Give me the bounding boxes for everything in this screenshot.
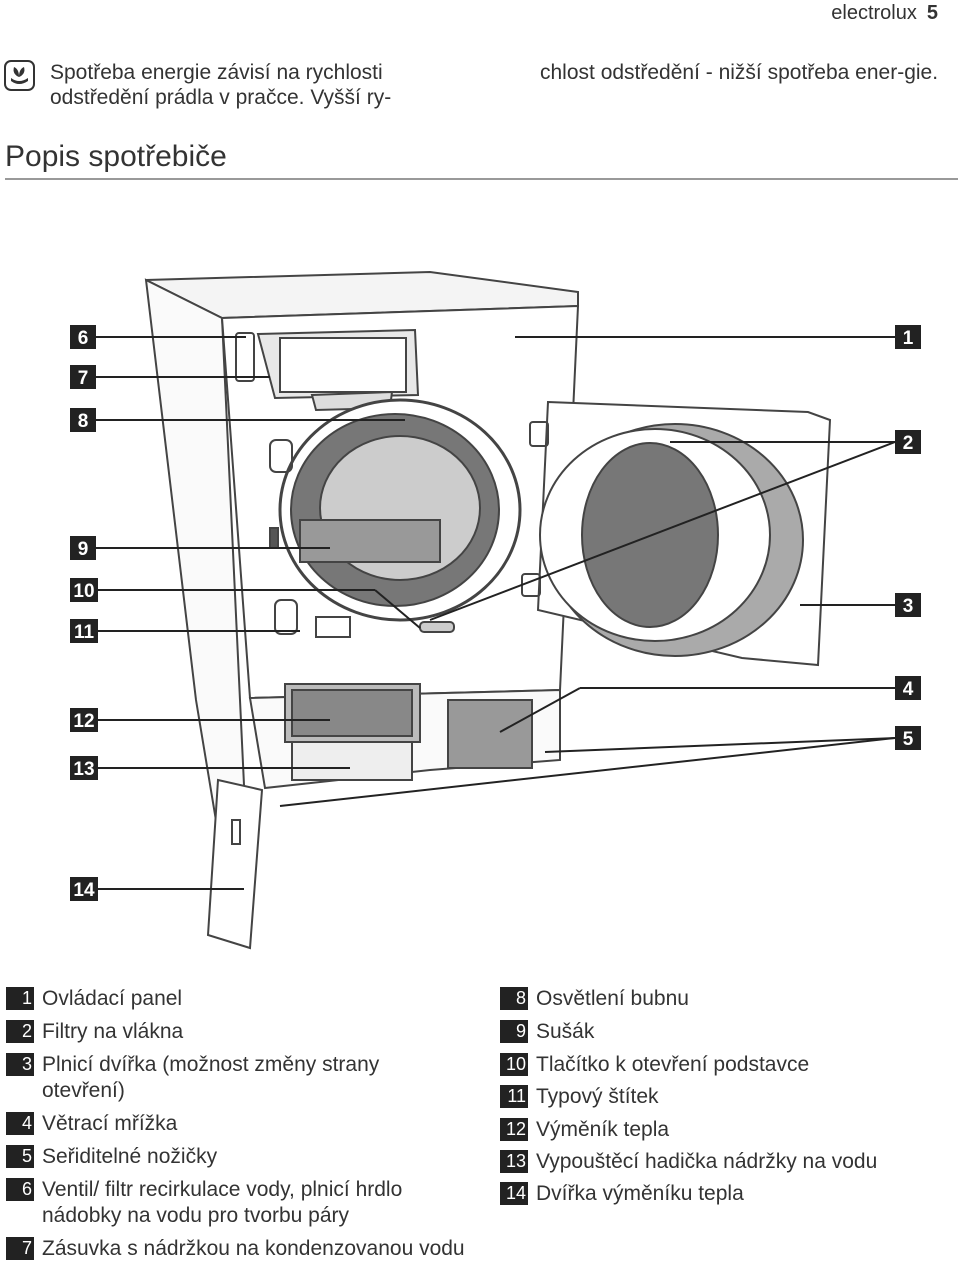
legend-text: Seřiditelné nožičky (42, 1145, 218, 1168)
legend-item: 8 Osvětlení bubnu (500, 986, 950, 1012)
legend-num: 4 (6, 1112, 34, 1135)
callout-7: 7 (78, 368, 89, 389)
legend-text: Větrací mřížka (42, 1112, 178, 1135)
legend-item: 13 Vypouštěcí hadička nádržky na vodu (500, 1149, 950, 1175)
legend-num: 5 (6, 1145, 34, 1168)
legend-num: 14 (500, 1182, 528, 1205)
callout-4: 4 (903, 679, 914, 700)
legend-item: 6 Ventil/ filtr recirkulace vody, plnicí … (6, 1177, 476, 1229)
legend-item: 5 Seřiditelné nožičky (6, 1144, 476, 1170)
legend-num: 10 (500, 1053, 528, 1076)
callout-3: 3 (903, 596, 914, 617)
legend-text: Vypouštěcí hadička nádržky na vodu (536, 1150, 878, 1173)
legend-num: 2 (6, 1020, 34, 1043)
legend-text: Zásuvka s nádržkou na kondenzovanou vodu (42, 1237, 465, 1260)
legend-text: Výměník tepla (536, 1118, 670, 1141)
page-header: electrolux 5 (831, 2, 938, 25)
legend-text: Dvířka výměníku tepla (536, 1182, 744, 1205)
callout-8: 8 (78, 411, 89, 432)
callout-5: 5 (903, 729, 914, 750)
legend-item: 2 Filtry na vlákna (6, 1019, 476, 1045)
callout-12: 12 (73, 711, 94, 732)
brand-name: electrolux (831, 2, 917, 24)
callout-10: 10 (73, 581, 94, 602)
dryer-illustration (144, 270, 832, 950)
legend-item: 14 Dvířka výměníku tepla (500, 1181, 950, 1207)
legend-text: Ovládací panel (42, 987, 183, 1010)
legend-item: 12 Výměník tepla (500, 1117, 950, 1143)
callout-boxes: 6 7 8 9 10 11 12 13 14 1 2 3 4 5 (70, 325, 921, 901)
legend-num: 11 (500, 1085, 528, 1108)
callout-6: 6 (78, 328, 89, 349)
callout-14: 14 (73, 880, 95, 901)
legend-item: 7 Zásuvka s nádržkou na kondenzovanou vod… (6, 1236, 476, 1262)
legend-item: 11 Typový štítek (500, 1084, 950, 1110)
callout-9: 9 (78, 539, 89, 560)
callout-11: 11 (74, 622, 95, 643)
legend-num: 6 (6, 1178, 34, 1201)
legend-text: Typový štítek (536, 1085, 659, 1108)
callout-2: 2 (903, 433, 914, 454)
legend-text: Sušák (536, 1020, 595, 1043)
legend-text: Plnicí dvířka (možnost změny strany otev… (42, 1053, 380, 1102)
legend-num: 9 (500, 1020, 528, 1043)
legend-text: Ventil/ filtr recirkulace vody, plnicí h… (42, 1178, 403, 1227)
leaf-hand-icon (4, 60, 35, 91)
legend-item: 9 Sušák (500, 1019, 950, 1045)
callout-1: 1 (903, 328, 914, 349)
legend-num: 1 (6, 987, 34, 1010)
legend-num: 13 (500, 1150, 528, 1173)
tip-text-left: Spotřeba energie závisí na rychlosti ods… (50, 61, 392, 109)
legend-text: Osvětlení bubnu (536, 987, 689, 1010)
legend-item: 10 Tlačítko k otevření podstavce (500, 1052, 950, 1078)
legend-item: 4 Větrací mřížka (6, 1111, 476, 1137)
leader-lines (96, 336, 896, 890)
callout-13: 13 (73, 759, 94, 780)
legend-num: 7 (6, 1237, 34, 1260)
section-title: Popis spotřebiče (5, 140, 227, 173)
legend-text: Tlačítko k otevření podstavce (536, 1053, 810, 1076)
tip-text-right: chlost odstředění - nižší spotřeba ener-… (540, 61, 939, 84)
legend-num: 12 (500, 1118, 528, 1141)
legend-num: 3 (6, 1053, 34, 1076)
legend-item: 1 Ovládací panel (6, 986, 476, 1012)
page-number: 5 (926, 2, 938, 24)
legend-item: 3 Plnicí dvířka (možnost změny strany ote… (6, 1052, 456, 1104)
legend-text: Filtry na vlákna (42, 1020, 184, 1043)
legend-num: 8 (500, 987, 528, 1010)
dryer-diagram: 6 7 8 9 10 11 12 13 14 1 2 3 4 5 (70, 270, 921, 950)
title-divider (5, 178, 958, 180)
